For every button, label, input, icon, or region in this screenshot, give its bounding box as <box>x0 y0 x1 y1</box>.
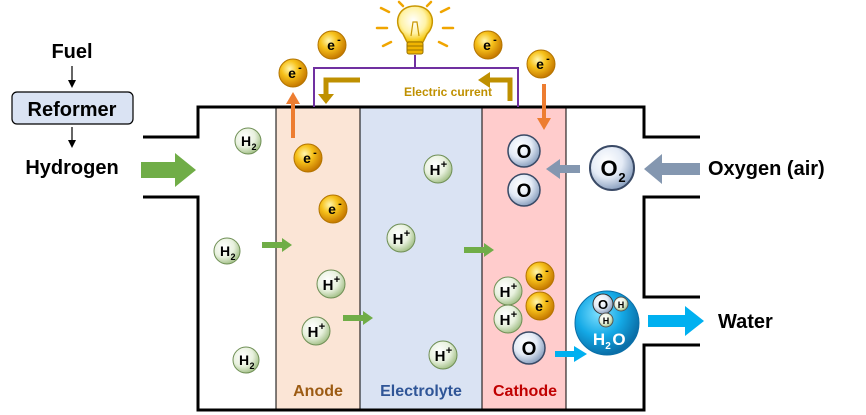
water-outflow-arrow <box>648 306 704 336</box>
electrolyte-zone <box>360 107 482 410</box>
hydrogen-inflow-arrow <box>141 153 196 187</box>
reformer-box <box>11 91 134 125</box>
water-form-arrow <box>555 346 587 362</box>
lightbulb-icon <box>375 0 455 55</box>
fuel-label: Fuel <box>51 41 92 63</box>
svg-text:H: H <box>618 300 625 310</box>
svg-text:O: O <box>598 297 608 312</box>
hydrogen-label: Hydrogen <box>25 157 118 179</box>
electron-flow-up-arrow <box>286 92 300 138</box>
water-molecule-icon: O H H H 2 O <box>574 290 640 356</box>
oxygen-split-arrow <box>546 159 580 179</box>
electrolyte-label: Electrolyte <box>380 383 462 400</box>
svg-text:O: O <box>600 156 617 181</box>
electron-flow-down-arrow <box>537 84 551 130</box>
anode-label: Anode <box>293 383 343 400</box>
current-arrow-right <box>487 77 513 101</box>
cell-housing <box>143 105 700 412</box>
svg-text:2: 2 <box>605 341 611 352</box>
fuel-to-reformer-arrow <box>68 66 76 88</box>
svg-text:O: O <box>612 330 625 349</box>
electric-current-label: Electric current <box>404 85 492 99</box>
reformer-to-hydrogen-arrow <box>68 127 76 148</box>
current-arrow-left <box>323 77 360 96</box>
oxygen-inflow-arrow <box>644 154 700 184</box>
cathode-label: Cathode <box>493 383 557 400</box>
oxygen-air-label: Oxygen (air) <box>708 158 825 180</box>
svg-text:2: 2 <box>618 170 625 185</box>
oxygen-molecule-icon: O 2 <box>589 145 635 191</box>
svg-text:H: H <box>603 316 610 326</box>
reformer-label: Reformer <box>28 99 117 121</box>
svg-text:H: H <box>593 330 605 349</box>
water-label: Water <box>718 311 773 333</box>
